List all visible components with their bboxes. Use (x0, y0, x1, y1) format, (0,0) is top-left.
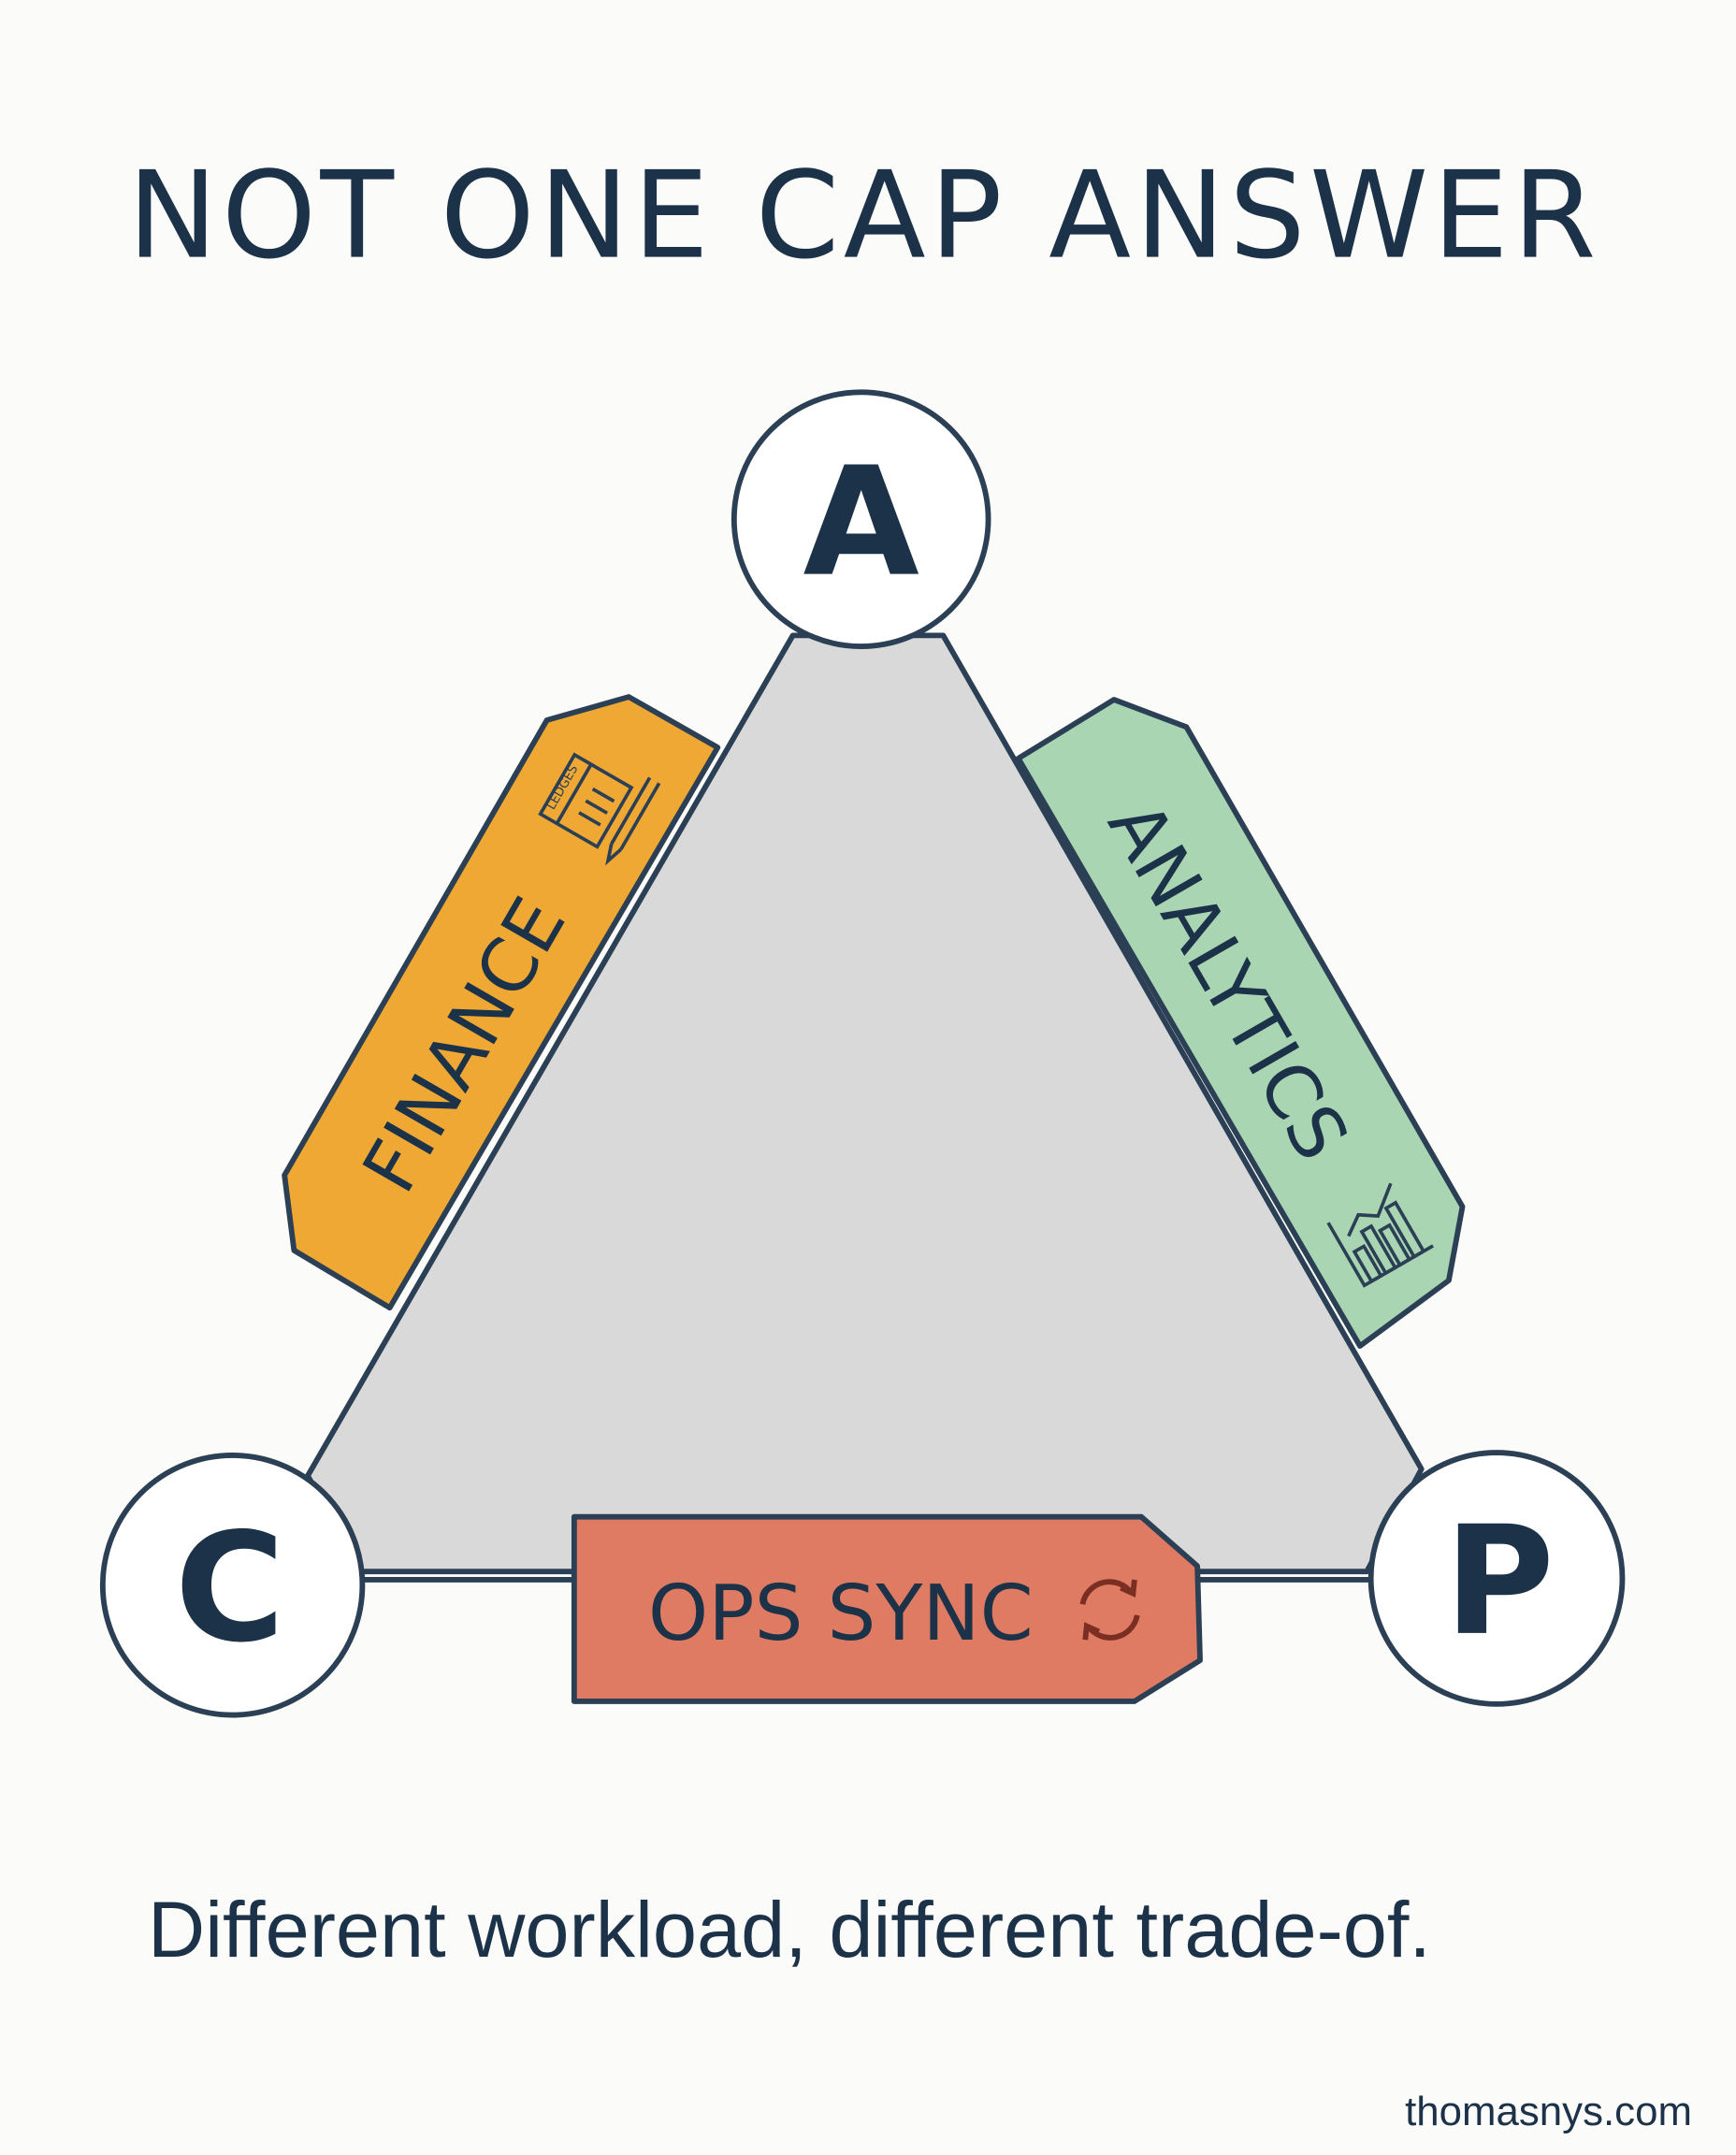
ops-sync-tag: OPS SYNC (571, 1513, 1203, 1704)
watermark: thomasnys.com (1405, 2089, 1692, 2134)
sync-arrows-icon (1079, 1579, 1140, 1641)
svg-text:P: P (1444, 1494, 1555, 1669)
caption: Different workload, different trade-of. (148, 1885, 1431, 1974)
node-p: P (1367, 1450, 1626, 1707)
svg-text:A: A (803, 435, 919, 610)
svg-text:C: C (175, 1500, 285, 1675)
ops-sync-label: OPS SYNC (648, 1569, 1034, 1658)
cap-triangle (305, 632, 1425, 1575)
title: NOT ONE CAP ANSWER (127, 147, 1599, 286)
bar-chart-trend-icon (1326, 1182, 1435, 1288)
node-c: C (99, 1453, 366, 1718)
node-a: A (731, 389, 991, 649)
